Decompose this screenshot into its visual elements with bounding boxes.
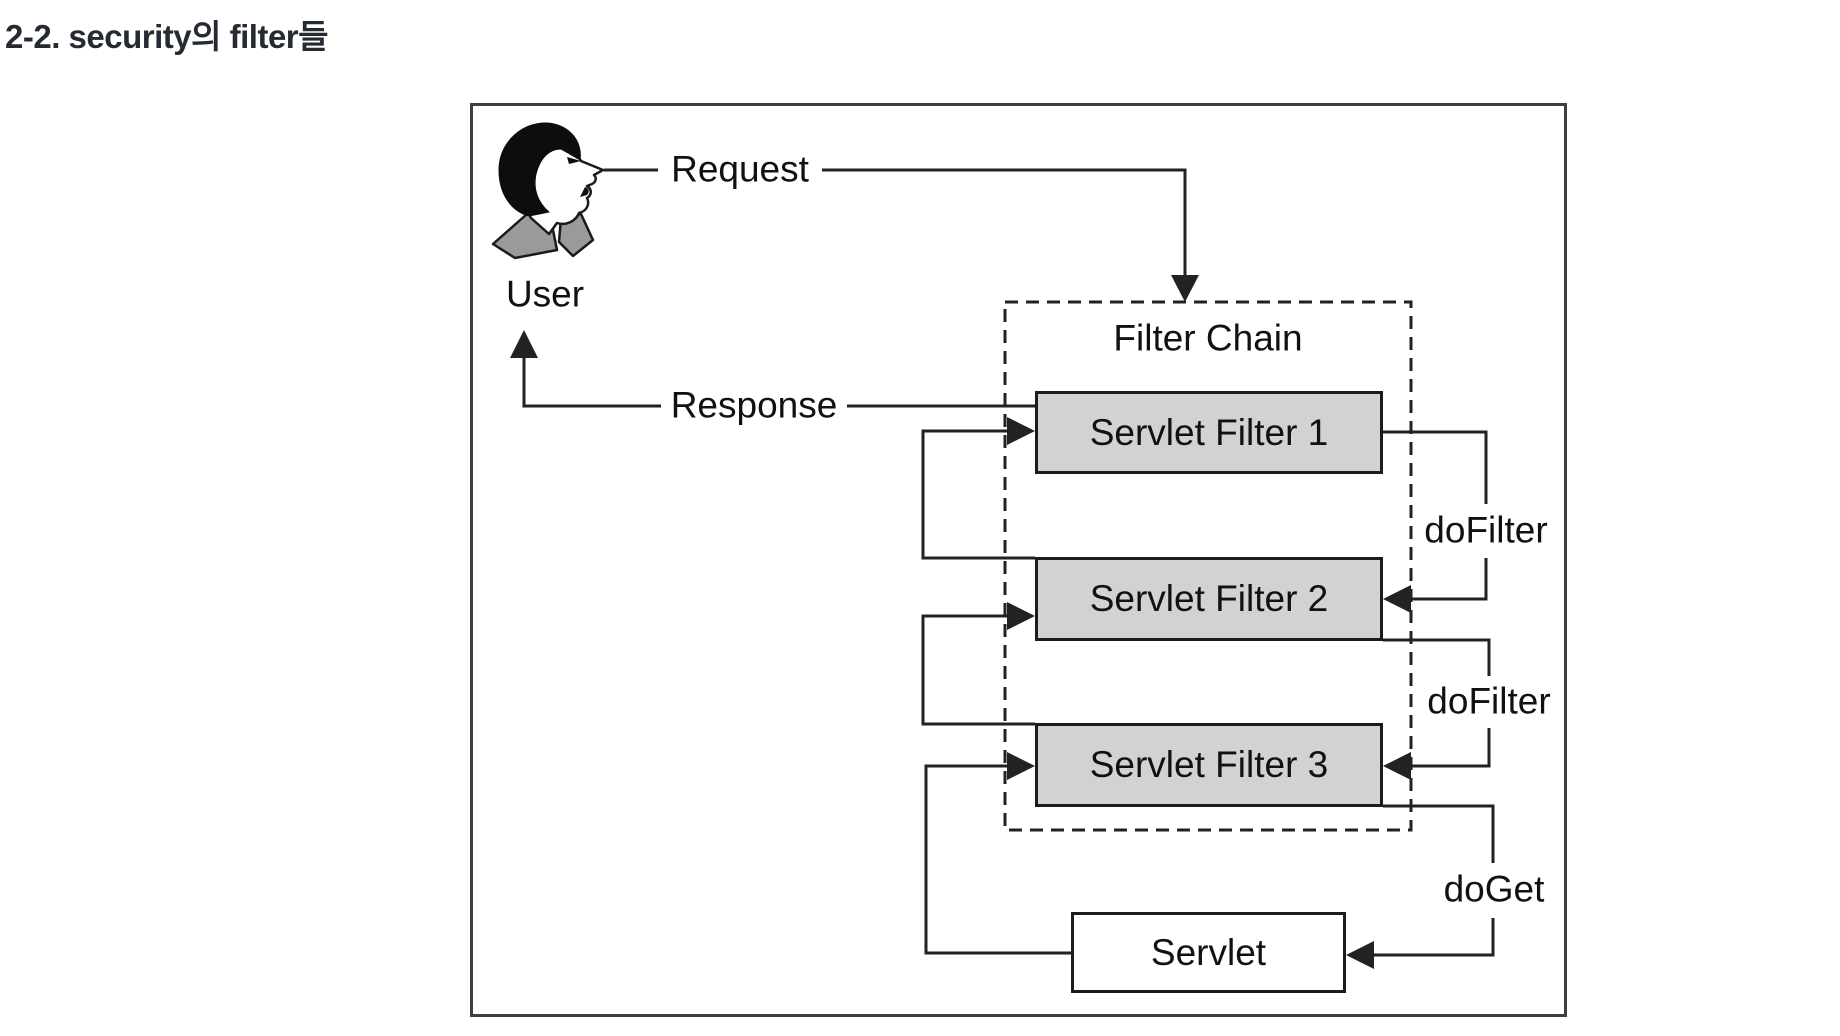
return-filter3-to-filter2 xyxy=(921,602,1035,726)
response-label: Response xyxy=(664,385,844,427)
return3-arrowhead-icon xyxy=(1007,752,1035,780)
dofilter1-arrow xyxy=(1383,430,1488,613)
dofilter1-label: doFilter xyxy=(1418,510,1554,552)
user-mouth xyxy=(580,187,589,197)
filter-chain-dashed-border xyxy=(1003,300,1413,832)
return-filter2-to-filter1 xyxy=(921,417,1035,560)
filter-chain-diagram: Servlet Filter 1 Servlet Filter 2 Servle… xyxy=(470,103,1567,1017)
servlet-filter-1-box: Servlet Filter 1 xyxy=(1035,391,1383,474)
diagram-wires xyxy=(491,122,1495,969)
user-icon xyxy=(491,122,605,260)
request-arrowhead-icon xyxy=(1171,275,1199,302)
dofilter2-arrow xyxy=(1383,638,1491,780)
dofilter2-label: doFilter xyxy=(1421,681,1557,723)
return-servlet-to-filter3 xyxy=(924,752,1071,955)
dofilter2-arrowhead-icon xyxy=(1383,752,1411,780)
request-label: Request xyxy=(665,149,815,191)
user-eye xyxy=(567,157,581,164)
request-arrow xyxy=(604,168,1199,302)
user-label: User xyxy=(505,273,585,315)
filter-chain-title: Filter Chain xyxy=(1113,317,1303,359)
return1-arrowhead-icon xyxy=(1007,417,1035,445)
doget-arrow xyxy=(1346,804,1495,969)
dofilter1-arrowhead-icon xyxy=(1383,585,1411,613)
servlet-label: Servlet xyxy=(1150,931,1267,973)
doget-arrowhead-icon xyxy=(1346,941,1374,969)
return2-arrowhead-icon xyxy=(1007,602,1035,630)
servlet-filter-1-label: Servlet Filter 1 xyxy=(1089,411,1329,453)
response-arrowhead-icon xyxy=(510,330,538,358)
servlet-filter-3-box: Servlet Filter 3 xyxy=(1035,723,1383,807)
doget-label: doGet xyxy=(1437,869,1551,911)
servlet-filter-3-label: Servlet Filter 3 xyxy=(1089,744,1329,785)
servlet-box: Servlet xyxy=(1071,912,1346,993)
servlet-filter-2-box: Servlet Filter 2 xyxy=(1035,557,1383,641)
page-title: 2-2. security의 filter들 xyxy=(5,18,329,55)
response-arrow xyxy=(510,330,1035,408)
user-hair xyxy=(498,122,581,217)
servlet-filter-2-label: Servlet Filter 2 xyxy=(1089,578,1329,619)
